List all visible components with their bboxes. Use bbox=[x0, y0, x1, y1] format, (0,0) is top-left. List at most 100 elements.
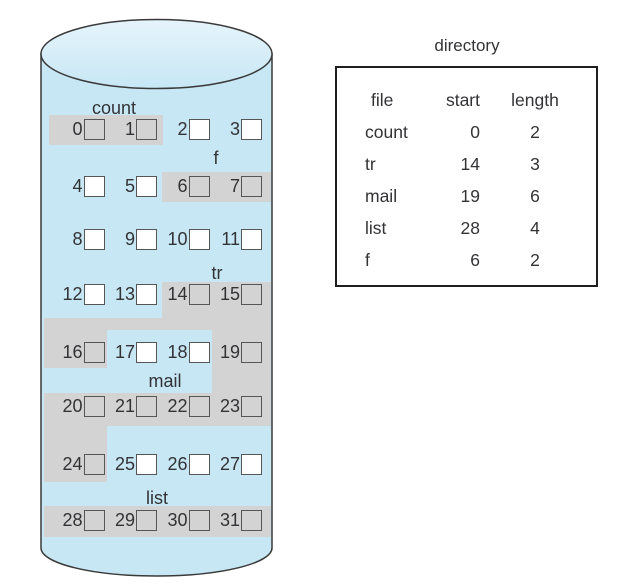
block-square-free bbox=[136, 176, 157, 197]
disk-block-23: 23 bbox=[210, 396, 262, 417]
block-square-allocated bbox=[241, 510, 262, 531]
disk-block-14: 14 bbox=[157, 284, 210, 305]
block-square-allocated bbox=[241, 284, 262, 305]
block-number: 18 bbox=[167, 342, 188, 362]
directory-row-file: list bbox=[365, 218, 387, 238]
block-number: 0 bbox=[72, 119, 83, 139]
disk-block-31: 31 bbox=[210, 510, 262, 531]
block-number: 9 bbox=[124, 229, 135, 249]
disk-block-4: 4 bbox=[52, 176, 105, 197]
column-header-length: length bbox=[511, 90, 559, 110]
block-number: 8 bbox=[72, 229, 83, 249]
directory-grid: file start length count 0 2 tr 14 3 mail… bbox=[337, 84, 596, 276]
directory-row-file: tr bbox=[365, 154, 376, 174]
column-header-file: file bbox=[371, 90, 394, 110]
block-square-allocated bbox=[83, 396, 105, 417]
disk-block-6: 6 bbox=[157, 176, 210, 197]
block-row-4: 16 17 18 19 bbox=[52, 341, 262, 364]
block-number: 15 bbox=[219, 284, 240, 304]
file-label-f: f bbox=[213, 148, 219, 168]
block-square-allocated bbox=[83, 119, 105, 140]
block-square-allocated bbox=[83, 454, 105, 475]
disk-block-17: 17 bbox=[105, 342, 157, 363]
block-square-allocated bbox=[241, 396, 262, 417]
directory-row-length: 6 bbox=[530, 186, 540, 206]
directory-row-length: 2 bbox=[530, 250, 540, 270]
disk-block-13: 13 bbox=[105, 284, 157, 305]
block-number: 28 bbox=[62, 510, 83, 530]
block-number: 16 bbox=[62, 342, 83, 362]
directory-row-start: 0 bbox=[470, 122, 480, 142]
disk-block-8: 8 bbox=[52, 229, 105, 250]
disk-block-25: 25 bbox=[105, 454, 157, 475]
block-square-free bbox=[241, 229, 262, 250]
disk-block-5: 5 bbox=[105, 176, 157, 197]
block-number: 31 bbox=[219, 510, 240, 530]
directory-title: directory bbox=[434, 36, 500, 55]
file-label-count: count bbox=[91, 98, 137, 118]
disk-block-29: 29 bbox=[105, 510, 157, 531]
block-number: 11 bbox=[221, 229, 240, 249]
block-number: 6 bbox=[177, 176, 188, 196]
block-square-allocated bbox=[188, 396, 210, 417]
block-square-free bbox=[136, 284, 157, 305]
disk-block-1: 1 bbox=[105, 119, 157, 140]
block-number: 14 bbox=[167, 284, 188, 304]
block-number: 30 bbox=[167, 510, 188, 530]
block-number: 21 bbox=[114, 396, 135, 416]
disk-block-11: 11 bbox=[210, 229, 262, 250]
block-square-allocated bbox=[83, 510, 105, 531]
directory-row-file: mail bbox=[365, 186, 398, 206]
block-number: 2 bbox=[177, 119, 188, 139]
disk-block-24: 24 bbox=[52, 454, 105, 475]
block-square-free bbox=[83, 176, 105, 197]
allocation-highlight-mail-row bbox=[44, 393, 271, 426]
block-square-allocated bbox=[83, 342, 105, 363]
directory-row-start: 6 bbox=[470, 250, 480, 270]
block-square-allocated bbox=[136, 396, 157, 417]
block-number: 24 bbox=[62, 454, 83, 474]
disk-block-3: 3 bbox=[210, 119, 262, 140]
block-number: 17 bbox=[114, 342, 135, 362]
disk-block-28: 28 bbox=[52, 510, 105, 531]
block-row-7: 28 29 30 31 bbox=[52, 509, 262, 532]
disk-block-16: 16 bbox=[52, 342, 105, 363]
directory-row-file: f bbox=[365, 250, 370, 270]
block-number: 20 bbox=[62, 396, 83, 416]
block-square-allocated bbox=[241, 176, 262, 197]
block-square-allocated bbox=[188, 284, 210, 305]
block-square-free bbox=[241, 119, 262, 140]
disk-block-26: 26 bbox=[157, 454, 210, 475]
block-square-free bbox=[188, 229, 210, 250]
disk-top-ellipse bbox=[40, 18, 273, 90]
block-number: 19 bbox=[219, 342, 240, 362]
block-number: 1 bbox=[124, 119, 135, 139]
block-square-free bbox=[136, 229, 157, 250]
block-square-free bbox=[188, 454, 210, 475]
allocation-highlight-tr-wrap-band bbox=[44, 318, 271, 330]
disk-block-10: 10 bbox=[157, 229, 210, 250]
disk-block-27: 27 bbox=[210, 454, 262, 475]
block-square-allocated bbox=[136, 119, 157, 140]
block-square-free bbox=[83, 284, 105, 305]
block-number: 29 bbox=[114, 510, 135, 530]
block-square-free bbox=[188, 119, 210, 140]
block-row-2: 8 9 10 11 bbox=[52, 228, 262, 251]
directory-row-length: 4 bbox=[530, 218, 540, 238]
disk-block-21: 21 bbox=[105, 396, 157, 417]
directory-row-start: 19 bbox=[460, 186, 480, 206]
block-row-0: 0 1 2 3 bbox=[52, 118, 262, 141]
file-label-tr: tr bbox=[211, 263, 223, 283]
block-square-allocated bbox=[136, 510, 157, 531]
block-square-free bbox=[136, 454, 157, 475]
disk-block-12: 12 bbox=[52, 284, 105, 305]
file-label-list: list bbox=[146, 488, 168, 508]
block-number: 3 bbox=[229, 119, 240, 139]
block-number: 5 bbox=[124, 176, 135, 196]
block-number: 25 bbox=[114, 454, 135, 474]
column-header-start: start bbox=[445, 90, 480, 110]
